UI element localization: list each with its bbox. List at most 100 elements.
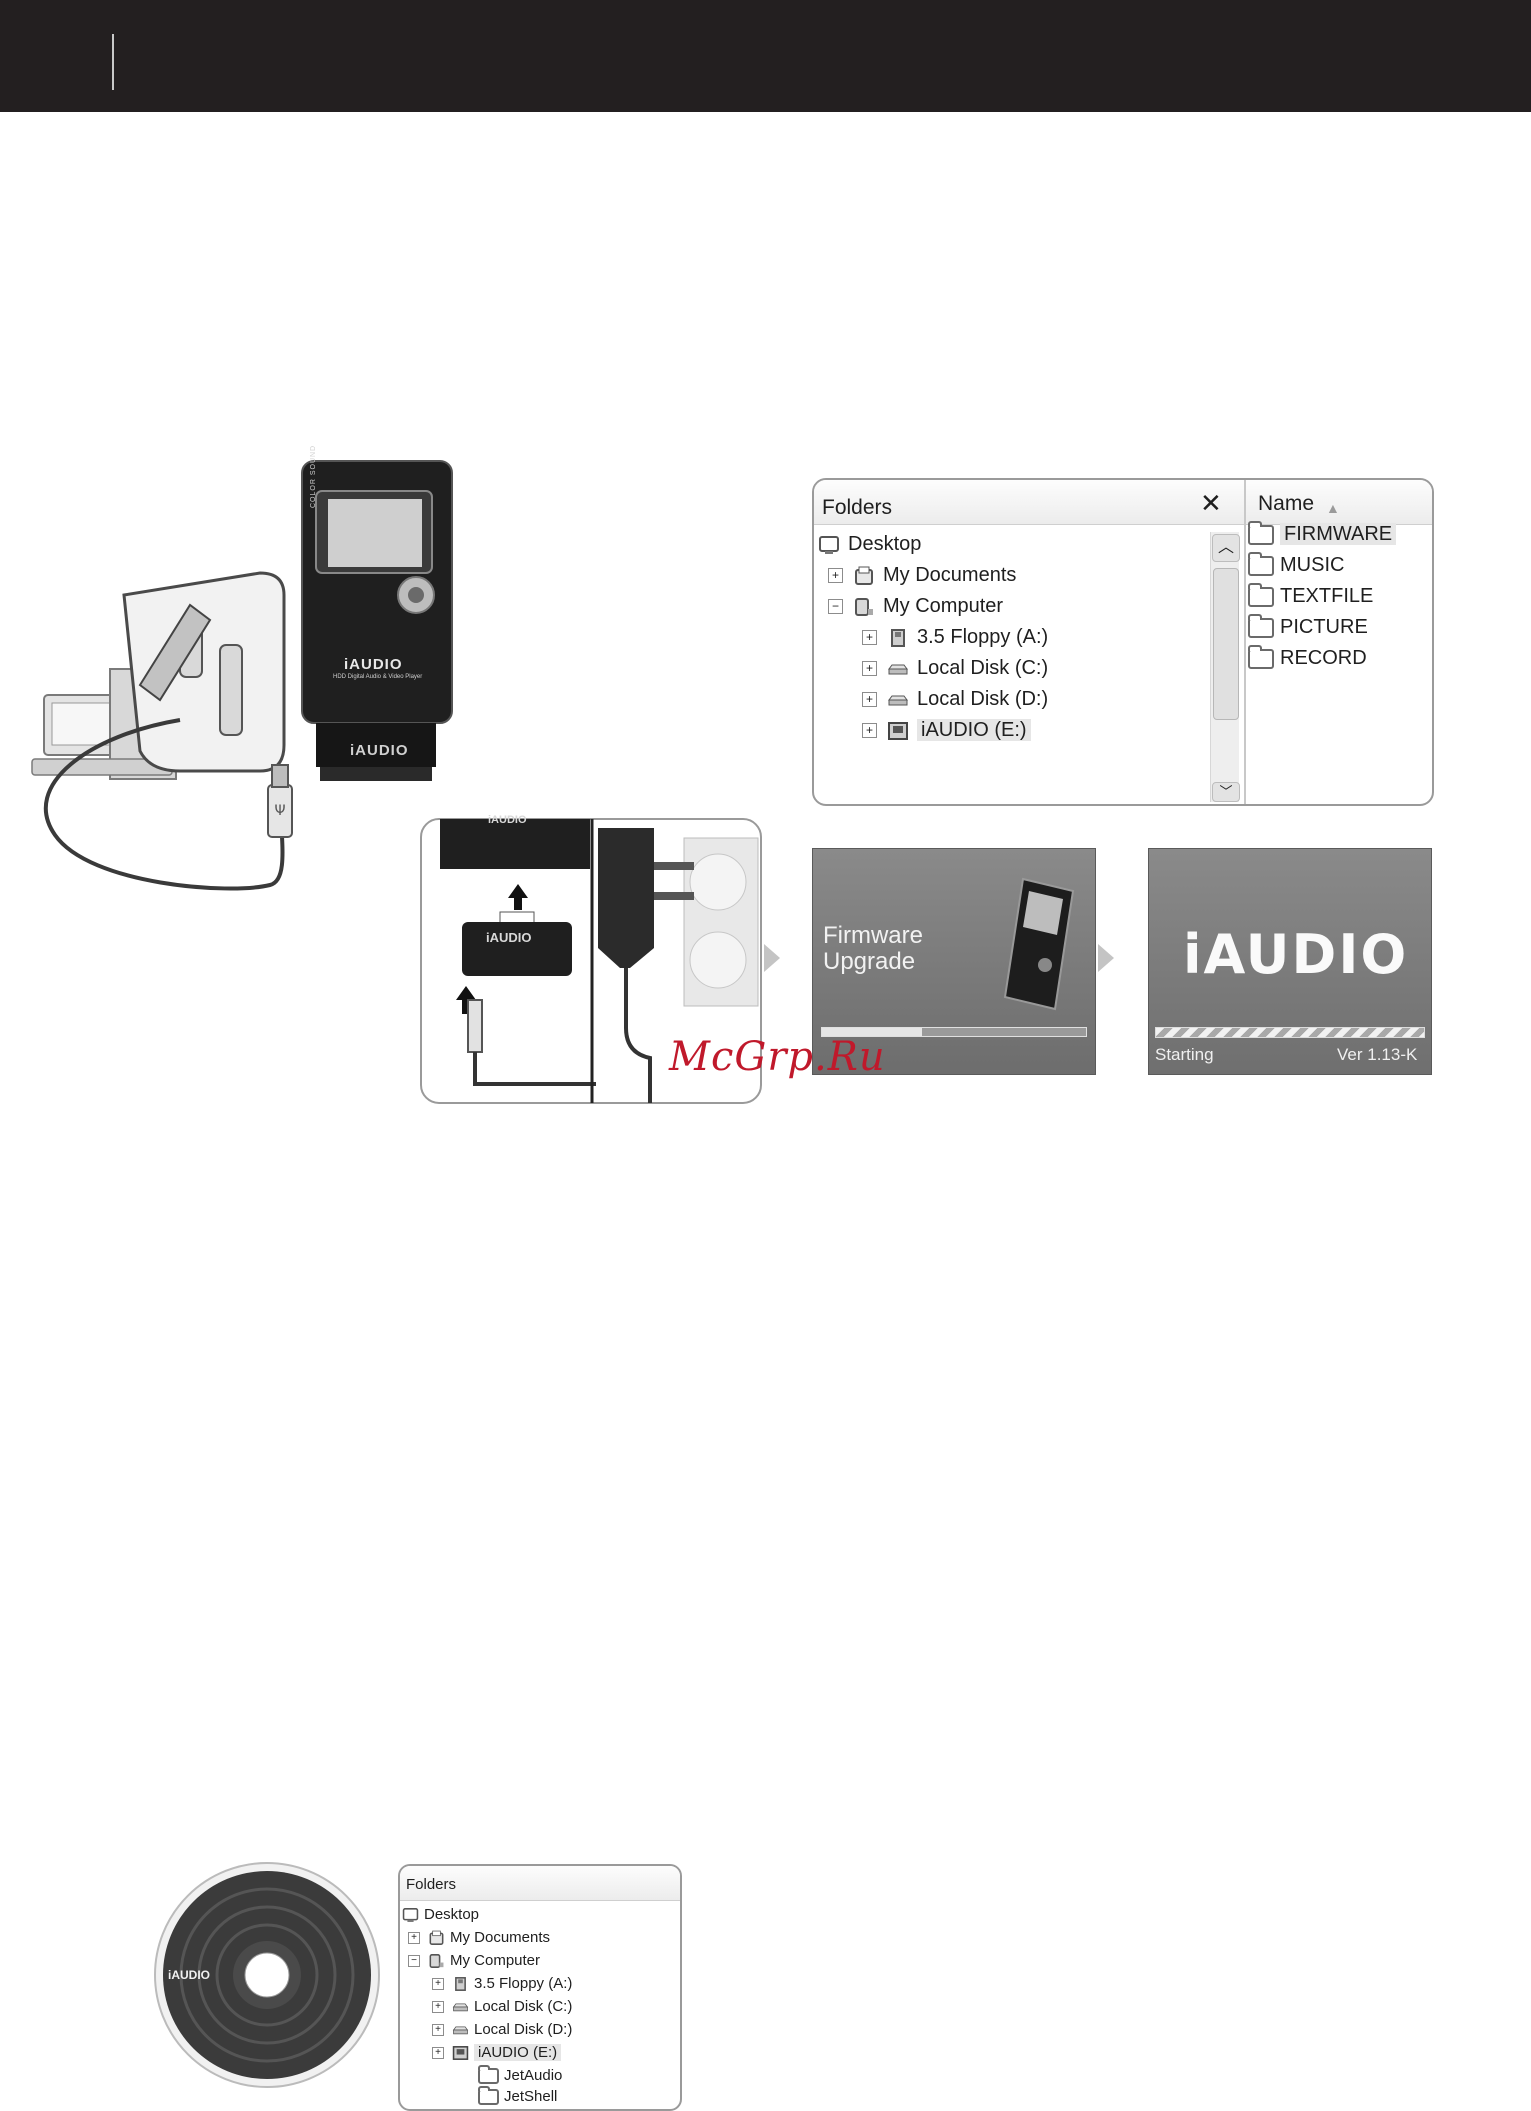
tree-item-label: JetShell <box>504 2088 558 2105</box>
tree-item-jetaudio[interactable]: JetAudio <box>478 2065 562 2087</box>
tree-item-label: JetAudio <box>504 2067 563 2084</box>
firmware-progress-fill <box>822 1028 923 1036</box>
disk-icon <box>888 695 908 706</box>
computer-icon <box>855 597 873 616</box>
tree-item-my-computer[interactable]: − My Computer <box>408 1950 540 1972</box>
usb-connection-illustration: Ψ <box>31 460 453 891</box>
boot-screen: iAUDIO Starting Ver 1.13-K <box>1148 848 1432 1075</box>
installation-cd <box>154 1862 380 2088</box>
computer-icon <box>429 1954 444 1968</box>
boot-logo: iAUDIO <box>1183 923 1409 986</box>
folder-icon <box>478 2065 499 2085</box>
tree-item-label: iAUDIO (E:) <box>474 2044 562 2061</box>
name-column-header[interactable]: Name <box>1258 492 1315 515</box>
folders-scrollbar[interactable]: ︿ ﹀ <box>1210 532 1240 802</box>
expand-icon[interactable]: + <box>828 568 843 584</box>
disk-icon <box>452 2026 469 2035</box>
charger-illustration <box>420 818 762 1104</box>
file-item-record[interactable]: RECORD <box>1248 644 1367 672</box>
tree-item-iaudio-drive[interactable]: +iAUDIO (E:) <box>862 716 1031 744</box>
player-device <box>301 460 453 781</box>
player-brand: iAUDIO <box>344 656 403 673</box>
floppy-icon <box>455 1977 466 1991</box>
next-step-arrow-icon <box>1098 944 1114 972</box>
tree-item-local-disk-c[interactable]: +Local Disk (C:) <box>432 1996 572 2018</box>
scroll-down-icon[interactable]: ﹀ <box>1212 782 1240 802</box>
folder-icon <box>478 2086 499 2106</box>
tree-item-local-disk-d[interactable]: + Local Disk (D:) <box>862 685 1048 713</box>
tree-item-desktop[interactable]: Desktop <box>818 530 921 558</box>
file-item-music[interactable]: MUSIC <box>1248 551 1344 579</box>
firmware-title: Firmware Upgrade <box>823 923 923 975</box>
charger-panel-brand: iAUDIO <box>488 814 527 826</box>
folders-pane-title: Folders <box>822 496 893 519</box>
watermark: McGrp.Ru <box>669 1034 886 1080</box>
expand-icon[interactable]: + <box>432 2047 444 2060</box>
tree-item-iaudio-drive[interactable]: + iAUDIO (E:) <box>432 2042 562 2064</box>
tree-item-floppy[interactable]: +3.5 Floppy (A:) <box>432 1973 572 1995</box>
expand-icon[interactable]: + <box>432 1978 444 1991</box>
explorer-header <box>814 480 1432 525</box>
disk-icon <box>888 664 908 675</box>
tree-item-label: My Documents <box>450 1929 551 1946</box>
usb-port-closeup <box>122 571 286 773</box>
tree-item-floppy[interactable]: +3.5 Floppy (A:) <box>862 623 1048 651</box>
boot-status: Starting <box>1155 1045 1214 1064</box>
file-item-textfile[interactable]: TEXTFILE <box>1248 582 1373 610</box>
charger-panel-dock-brand: iAUDIO <box>486 930 532 945</box>
collapse-icon[interactable]: − <box>828 599 843 615</box>
desktop-icon <box>402 1908 419 1922</box>
file-item-label: RECORD <box>1280 647 1367 669</box>
tree-item-my-documents[interactable]: + My Documents <box>408 1927 550 1949</box>
cd-label: iAUDIO <box>168 1968 210 1982</box>
explorer-window-small: Folders Desktop +My Documents −My Comput… <box>398 1864 682 2111</box>
tree-item-label: Local Disk (D:) <box>917 688 1049 710</box>
folder-icon <box>1248 613 1274 638</box>
scroll-thumb[interactable] <box>1213 568 1239 720</box>
tree-item-desktop[interactable]: Desktop <box>402 1904 479 1926</box>
tree-item-label: Desktop <box>424 1906 480 1923</box>
file-item-picture[interactable]: PICTURE <box>1248 613 1368 641</box>
tree-item-label: Local Disk (D:) <box>474 2021 573 2038</box>
floppy-icon <box>891 628 905 647</box>
tree-item-my-computer[interactable]: −My Computer <box>828 592 1003 620</box>
expand-icon[interactable]: + <box>408 1932 420 1945</box>
player-subtitle: HDD Digital Audio & Video Player <box>333 674 423 680</box>
folder-icon <box>1248 551 1274 576</box>
expand-icon[interactable]: + <box>862 692 877 708</box>
tree-item-jetshell[interactable]: JetShell <box>478 2086 557 2108</box>
close-icon[interactable]: ✕ <box>1200 488 1222 518</box>
tree-item-my-documents[interactable]: +My Documents <box>828 561 1016 589</box>
player-side-text: COLOR SOUND <box>310 444 317 508</box>
tree-item-label: My Computer <box>450 1952 541 1969</box>
expand-icon[interactable]: + <box>432 2024 444 2037</box>
usb-plug-icon: Ψ <box>267 764 293 838</box>
scroll-up-icon[interactable]: ︿ <box>1212 534 1240 562</box>
expand-icon[interactable]: + <box>862 661 877 677</box>
collapse-icon[interactable]: − <box>408 1955 420 1968</box>
folder-icon <box>1248 520 1274 545</box>
tree-item-label: 3.5 Floppy (A:) <box>917 626 1049 648</box>
pane-divider[interactable] <box>1244 480 1246 804</box>
file-item-firmware[interactable]: FIRMWARE <box>1248 520 1397 548</box>
header-divider <box>112 34 114 90</box>
header-bar <box>0 0 1531 112</box>
firmware-upgrade-screen: Firmware Upgrade <box>812 848 1096 1075</box>
expand-icon[interactable]: + <box>862 630 877 646</box>
player-drive-icon <box>452 2046 469 2060</box>
explorer-header <box>400 1866 680 1901</box>
arrow-up-icon <box>508 884 528 910</box>
svg-text:Ψ: Ψ <box>274 803 285 819</box>
disk-icon <box>452 2003 469 2012</box>
explorer-window: Folders ✕ Name ▲ ︿ ﹀ Desktop +My Documen… <box>812 478 1434 806</box>
boot-progress-bar <box>1155 1027 1425 1038</box>
expand-icon[interactable]: + <box>432 2001 444 2014</box>
arrow-up-icon <box>456 986 476 1014</box>
tree-item-local-disk-c[interactable]: +Local Disk (C:) <box>862 654 1048 682</box>
tree-item-label: Desktop <box>848 533 922 555</box>
tree-item-local-disk-d[interactable]: + Local Disk (D:) <box>432 2019 572 2041</box>
expand-icon[interactable]: + <box>862 723 877 739</box>
firmware-title-line2: Upgrade <box>823 948 916 975</box>
dock-brand: iAUDIO <box>350 742 409 759</box>
player-image <box>1003 877 1075 1011</box>
